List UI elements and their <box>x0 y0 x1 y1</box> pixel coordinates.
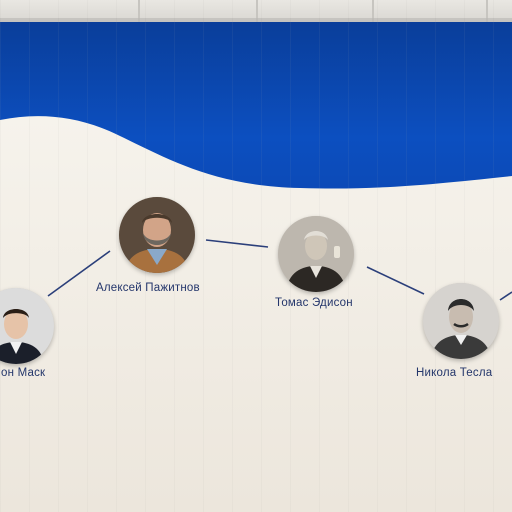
ceiling-seam <box>138 0 140 22</box>
portrait-elon-musk <box>0 288 54 364</box>
connector-line <box>366 266 425 295</box>
name-label: Алексей Пажитнов <box>96 282 200 294</box>
portrait-thomas-edison <box>278 216 354 292</box>
name-label: Томас Эдисон <box>275 297 353 309</box>
ceiling-shadow <box>0 18 512 22</box>
connector-line <box>205 239 269 248</box>
ceiling-seam <box>256 0 258 22</box>
name-label: Никола Тесла <box>416 367 493 379</box>
connector-line <box>499 291 512 301</box>
connector-line <box>47 250 111 297</box>
name-label: лон Маск <box>0 367 46 379</box>
portrait-alexey-pajitnov <box>119 197 195 273</box>
ceiling-seam <box>372 0 374 22</box>
ceiling-seam <box>486 0 488 22</box>
ceiling <box>0 0 512 22</box>
portrait-nikola-tesla <box>423 283 499 359</box>
